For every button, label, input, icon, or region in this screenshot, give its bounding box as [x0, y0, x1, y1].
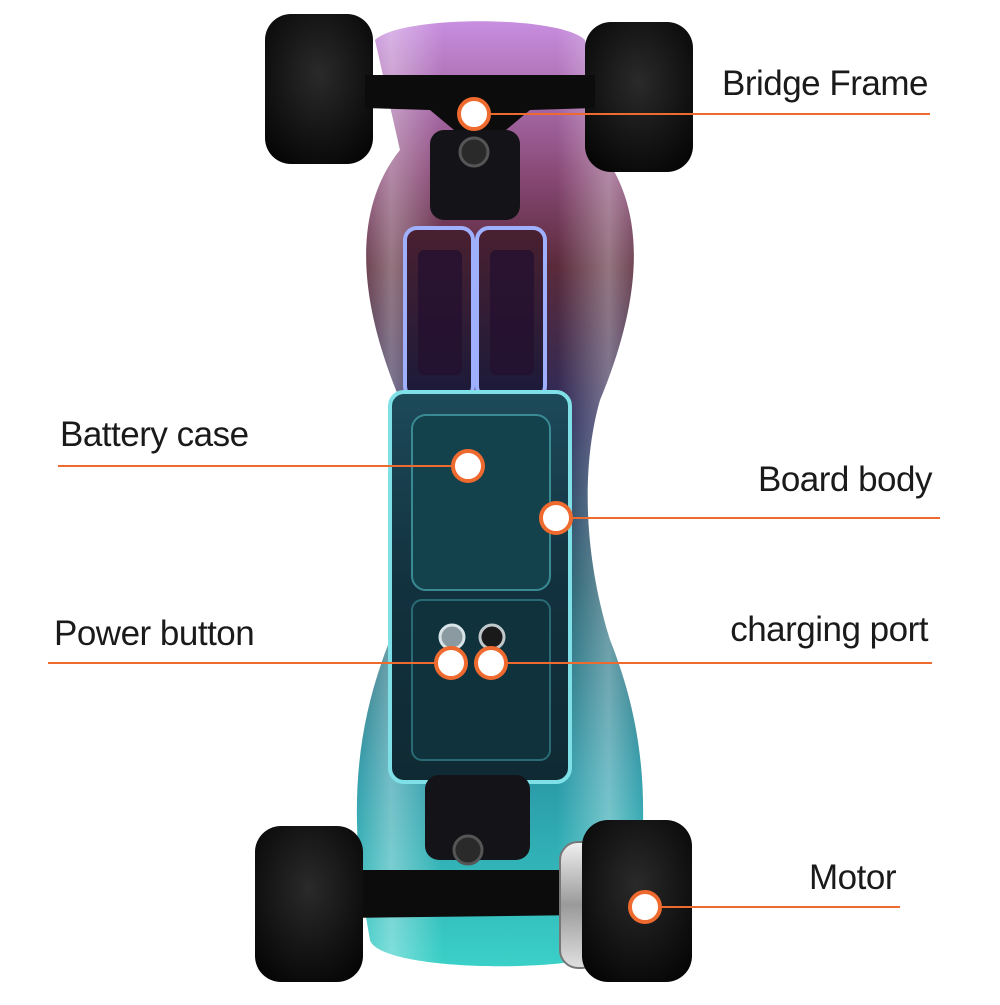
rear-kingpin	[452, 834, 484, 866]
label-charging-port: charging port	[730, 610, 928, 649]
front-left-wheel	[265, 14, 373, 164]
front-baseplate	[430, 130, 520, 220]
label-motor: Motor	[809, 858, 896, 897]
deck-channels	[403, 226, 547, 400]
rear-axle-hanger	[345, 870, 585, 918]
marker-board-body	[539, 501, 573, 535]
battery-case-panel	[411, 414, 551, 591]
marker-motor	[628, 890, 662, 924]
callouts	[48, 97, 940, 924]
rear-baseplate	[425, 775, 530, 860]
front-right-wheel	[585, 22, 693, 172]
marker-charging-port	[474, 646, 508, 680]
power-button-knob	[438, 623, 466, 651]
front-kingpin	[458, 136, 490, 168]
label-bridge-frame: Bridge Frame	[721, 64, 929, 103]
label-power-button: Power button	[54, 614, 255, 653]
charging-port-socket	[478, 623, 506, 651]
battery-case	[388, 390, 572, 784]
label-battery-case: Battery case	[60, 415, 249, 454]
marker-power-button	[434, 646, 468, 680]
marker-bridge-frame	[457, 97, 491, 131]
channel-inner-right	[490, 250, 534, 375]
rear-truck	[255, 775, 692, 982]
channel-inner-left	[418, 250, 462, 375]
battery-case-lower-panel	[411, 599, 551, 761]
rear-left-wheel	[255, 826, 363, 982]
label-board-body: Board body	[757, 460, 933, 499]
marker-battery-case	[451, 449, 485, 483]
